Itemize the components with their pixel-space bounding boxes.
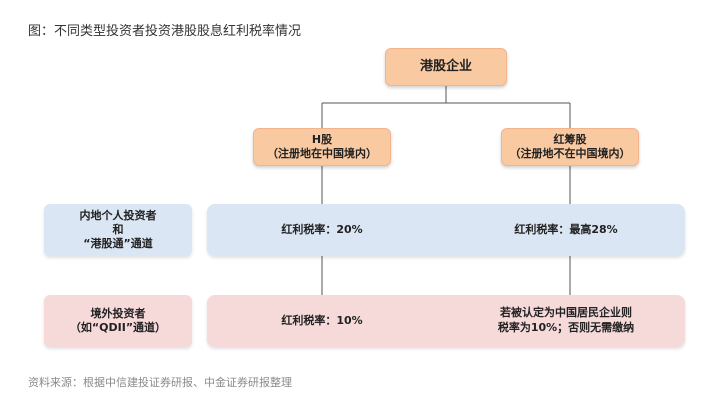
- investor-mainland-line1: 内地个人投资者: [79, 208, 157, 222]
- investor-overseas-line2: （如“QDII”通道）: [69, 321, 167, 334]
- mainland-h-share-rate: 红利税率：20%: [207, 204, 437, 256]
- root-node: 港股企业: [385, 48, 507, 86]
- mainland-h-share-rate-text: 红利税率：20%: [281, 222, 363, 236]
- investor-mainland-line3: “港股通”通道: [83, 237, 153, 251]
- root-node-label: 港股企业: [419, 58, 472, 74]
- mainland-red-chip-rate-text: 红利税率：最高28%: [514, 222, 618, 236]
- investor-mainland-line2: 和: [112, 222, 124, 236]
- overseas-h-share-rate: 红利税率：10%: [207, 295, 437, 347]
- investor-label-mainland: 内地个人投资者 和 “港股通”通道: [44, 204, 192, 256]
- investor-overseas-line1: 境外投资者: [90, 306, 146, 320]
- red-chip-subtitle: （注册地不在中国境内）: [509, 147, 631, 160]
- mainland-rate-band: 红利税率：20% 红利税率：最高28%: [207, 204, 685, 256]
- red-chip-title: 红筹股: [553, 132, 587, 146]
- figure-caption: 图：不同类型投资者投资港股股息红利税率情况: [28, 24, 302, 39]
- mainland-red-chip-rate: 红利税率：最高28%: [447, 204, 685, 256]
- source-note: 资料来源：根据中信建投证券研报、中金证券研报整理: [28, 376, 292, 389]
- investor-label-overseas: 境外投资者 （如“QDII”通道）: [44, 295, 192, 347]
- red-chip-node: 红筹股 （注册地不在中国境内）: [501, 128, 639, 166]
- overseas-red-chip-rate-line2: 税率为10%；否则无需缴纳: [497, 321, 635, 334]
- h-share-title: H股: [311, 132, 333, 146]
- overseas-rate-band: 红利税率：10% 若被认定为中国居民企业则 税率为10%；否则无需缴纳: [207, 295, 685, 347]
- overseas-red-chip-rate: 若被认定为中国居民企业则 税率为10%；否则无需缴纳: [447, 295, 685, 347]
- overseas-red-chip-rate-line1: 若被认定为中国居民企业则: [500, 306, 632, 320]
- h-share-node: H股 （注册地在中国境内）: [253, 128, 391, 166]
- overseas-h-share-rate-text: 红利税率：10%: [281, 313, 363, 327]
- h-share-subtitle: （注册地在中国境内）: [267, 147, 377, 160]
